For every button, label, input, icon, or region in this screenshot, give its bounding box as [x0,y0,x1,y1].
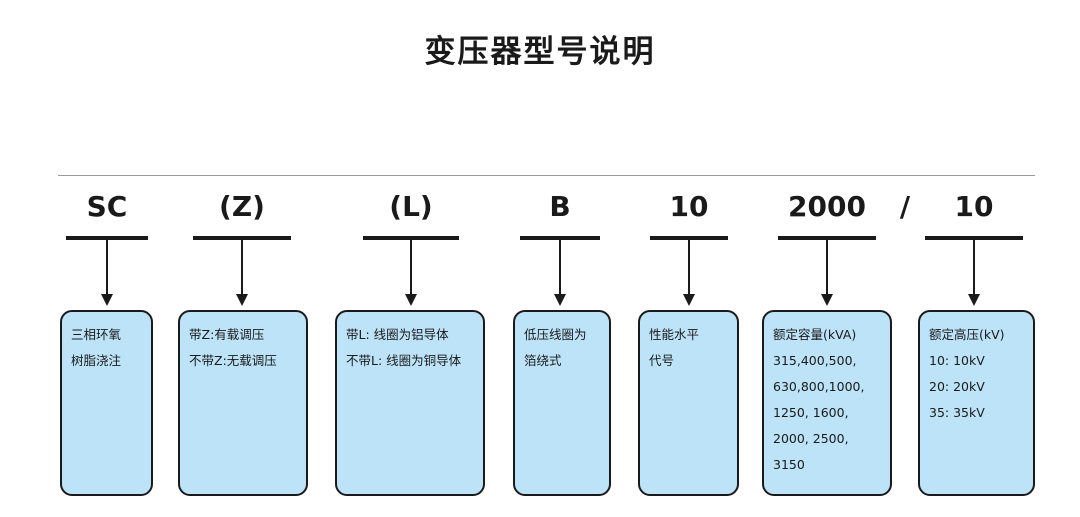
underline-z [193,236,291,240]
code-performance: 10 [669,190,709,223]
desc-box-capacity: 额定容量(kVA) 315,400,500, 630,800,1000, 125… [762,310,892,496]
code-z: (Z) [219,190,265,223]
code-voltage: 10 [954,190,994,223]
code-l: (L) [389,190,433,223]
code-capacity: 2000 [788,190,866,223]
underline-sc [66,236,148,240]
underline-b [520,236,600,240]
desc-box-sc: 三相环氧 树脂浇注 [60,310,153,496]
arrow-down-icon [101,240,113,306]
underline-voltage [925,236,1023,240]
arrow-down-icon [683,240,695,306]
arrow-down-icon [554,240,566,306]
arrow-down-icon [968,240,980,306]
arrow-down-icon [405,240,417,306]
underline-capacity [778,236,876,240]
desc-box-l: 带L: 线圈为铝导体 不带L: 线圈为铜导体 [335,310,485,496]
desc-box-b: 低压线圈为 箔绕式 [513,310,611,496]
desc-box-voltage: 额定高压(kV) 10: 10kV 20: 20kV 35: 35kV [918,310,1035,496]
desc-box-z: 带Z:有载调压 不带Z:无载调压 [178,310,308,496]
underline-performance [650,236,728,240]
arrow-down-icon [236,240,248,306]
code-b: B [549,190,571,223]
desc-box-performance: 性能水平 代号 [638,310,739,496]
diagram-title: 变压器型号说明 [424,34,656,70]
slash-separator: / [899,190,911,223]
underline-l [363,236,459,240]
divider-line [58,175,1035,176]
code-sc: SC [86,190,128,223]
arrow-down-icon [821,240,833,306]
